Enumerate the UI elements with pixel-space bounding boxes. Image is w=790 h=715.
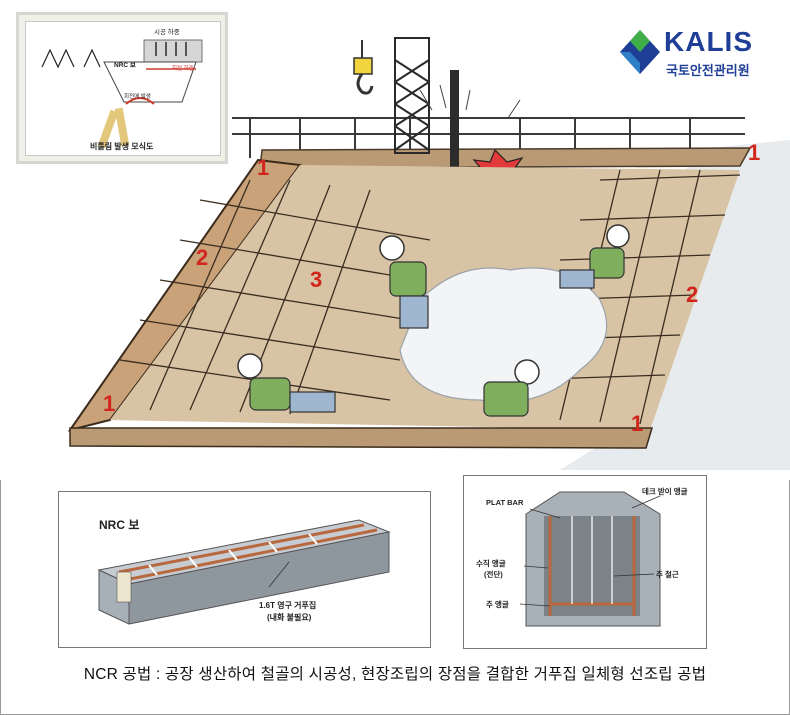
crane-hook <box>353 40 374 95</box>
torsion-diagram <box>41 39 203 149</box>
marker-2-left: 2 <box>196 245 209 270</box>
marker-1-top-right: 1 <box>748 140 761 165</box>
section-deck-angle: 데크 받이 앵글 <box>642 487 688 496</box>
nrc-panel-title: NRC 보 <box>99 518 140 532</box>
nrc-section-panel: PLAT BAR 데크 받이 앵글 수직 앵글 (전단) 주 철근 주 앵글 <box>463 475 707 649</box>
rebar-left <box>119 179 431 415</box>
inset-top-label: 시공 하중 <box>154 29 180 36</box>
logo-subtitle: 국토안전관리원 <box>666 63 750 78</box>
figure-caption: NCR 공법 : 공장 생산하여 철골의 시공성, 현장조립의 장점을 결합한 … <box>83 666 707 683</box>
worker-2 <box>237 353 336 413</box>
concrete-pump-pole <box>450 70 459 240</box>
inset-beam-label: NRC 보 <box>114 62 136 69</box>
worker-4 <box>559 224 630 289</box>
section-vertical-angle-1: 수직 앵글 <box>476 559 506 568</box>
worker-3 <box>483 359 540 417</box>
worker-1 <box>379 235 429 329</box>
collapse-illustration <box>67 37 790 470</box>
section-vertical-angle-2: (전단) <box>484 570 503 579</box>
nrc-beam-drawing <box>97 519 391 625</box>
section-main-rebar: 주 철근 <box>656 570 679 579</box>
marker-1-bottom-left: 1 <box>103 391 116 416</box>
motion-lines <box>419 84 521 119</box>
nrc-form-label-1: 1.6T 영구 거푸집 <box>259 601 317 610</box>
kalis-logo-icon <box>620 30 660 74</box>
marker-1-top-left: 1 <box>257 155 270 180</box>
nrc-section-drawing <box>519 491 661 627</box>
beam-bottom <box>69 427 654 449</box>
nrc-beam-panel: NRC 보 1.6T 영구 거푸집 (내화 불필요) <box>58 491 431 648</box>
torsion-inset: 시공 하중 NRC 보 회전 하중 회전에 발생 비틀림 발생 모식도 <box>16 12 228 164</box>
kalis-logo: KALIS 국토안전관리원 <box>620 26 770 80</box>
marker-1-bottom-right: 1 <box>631 411 644 436</box>
nrc-form-label-2: (내화 불필요) <box>267 613 312 622</box>
concrete-spill <box>399 267 608 403</box>
section-plat-bar: PLAT BAR <box>486 498 524 507</box>
crane-mast <box>394 37 430 154</box>
marker-3: 3 <box>310 267 323 292</box>
marker-2-right: 2 <box>686 282 699 307</box>
inset-caption: 비틀림 발생 모식도 <box>90 142 154 151</box>
section-main-angle: 주 앵글 <box>486 600 509 609</box>
inset-fall-label: 회전에 발생 <box>124 94 151 100</box>
inset-arrow-label: 회전 하중 <box>172 66 194 72</box>
logo-brand: KALIS <box>664 26 753 57</box>
inset-canvas: 시공 하중 NRC 보 회전 하중 회전에 발생 비틀림 발생 모식도 <box>25 21 221 156</box>
